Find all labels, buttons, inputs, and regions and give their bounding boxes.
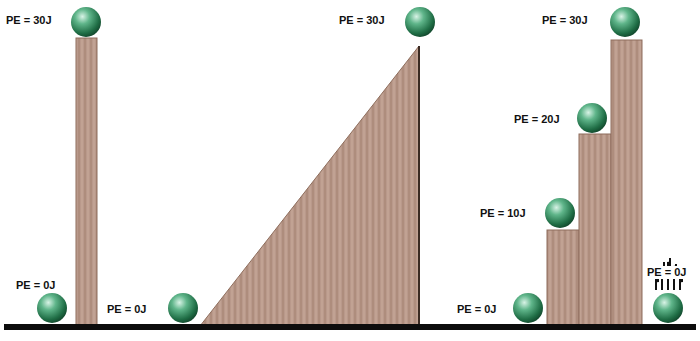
ramp-edge — [418, 46, 420, 326]
ground — [4, 324, 696, 330]
ball — [71, 7, 101, 37]
energy-label: PE = 30J — [5, 14, 53, 27]
ball — [168, 293, 198, 323]
ramp — [200, 46, 419, 326]
stair-step — [611, 40, 642, 326]
ball — [513, 293, 543, 323]
energy-label: PE = 0J — [646, 266, 687, 279]
ball — [37, 293, 67, 323]
ball — [577, 103, 607, 133]
ball — [545, 198, 575, 228]
energy-label: PE = 10J — [479, 207, 527, 220]
energy-label: PE = 0J — [106, 303, 147, 316]
pole — [76, 38, 97, 326]
ball — [405, 7, 435, 37]
energy-label: PE = 30J — [541, 14, 589, 27]
ball — [610, 7, 640, 37]
energy-label: PE = 0J — [456, 303, 497, 316]
energy-label: PE = 0J — [15, 279, 56, 292]
balls — [37, 7, 683, 323]
stair-step — [547, 230, 579, 326]
stair-step — [579, 134, 611, 326]
energy-label: PE = 20J — [513, 113, 561, 126]
energy-label: PE = 30J — [338, 14, 386, 27]
ball — [653, 293, 683, 323]
